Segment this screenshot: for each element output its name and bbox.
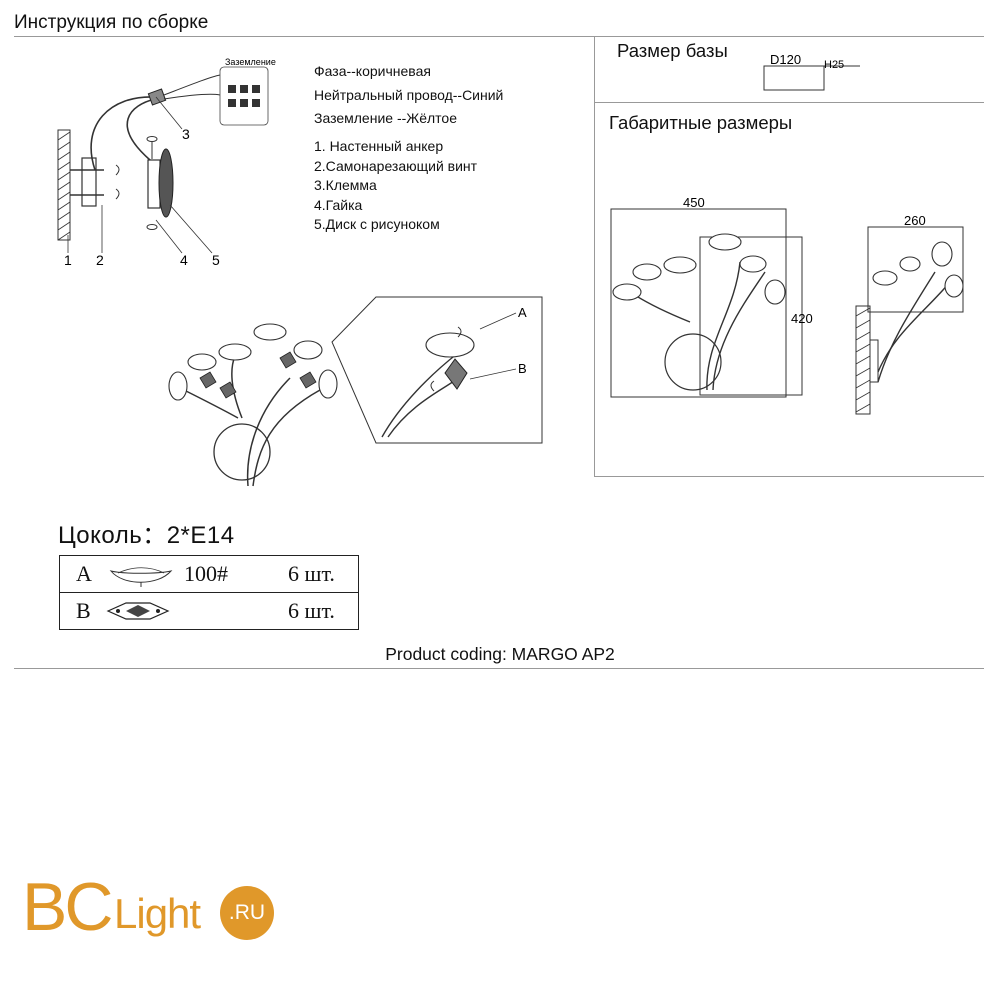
table-row: A 100# 6 шт.	[59, 555, 359, 593]
row-code: 100#	[184, 561, 228, 586]
row-qty: 6 шт.	[288, 598, 335, 623]
base-size-drawing: D120 H25	[763, 52, 860, 91]
detail-part-b	[444, 358, 468, 390]
mounting-diagram: Заземление 1 2 3 4 5	[57, 57, 276, 268]
callout-b: B	[518, 361, 527, 376]
callout-a: A	[518, 305, 527, 320]
logo-ru-badge: .RU	[220, 886, 274, 940]
fixture-drawing	[168, 323, 338, 487]
logo-light: Light	[114, 890, 201, 937]
table-row: B 6 шт.	[59, 592, 359, 630]
base-size-divider	[594, 102, 984, 103]
dimensions-bottom-rule	[594, 476, 984, 477]
terminal-detail	[219, 66, 269, 126]
detail-callout: A B	[331, 296, 543, 444]
wall-hatch	[57, 129, 71, 241]
wire-phase: Фаза--коричневая	[314, 63, 431, 79]
base-diameter: D120	[770, 52, 801, 67]
top-rule	[14, 36, 984, 37]
page-title: Инструкция по сборке	[14, 12, 209, 33]
terminal-label: Заземление	[225, 57, 276, 67]
right-panel-border	[594, 36, 595, 476]
table-cell: B 6 шт.	[59, 592, 359, 630]
part-1: 1. Настенный анкер	[314, 138, 444, 154]
base-size-title: Размер базы	[617, 40, 728, 61]
part-2: 2.Самонарезающий винт	[314, 157, 478, 174]
parts-table: A 100# 6 шт. B 6 шт.	[59, 555, 359, 630]
row-qty: 6 шт.	[288, 561, 335, 586]
base-height: H25	[824, 59, 844, 71]
side-dimension-drawing: 260	[855, 213, 964, 415]
part-b-icon	[106, 602, 170, 620]
part-4: 4.Гайка	[314, 196, 363, 213]
base-cylinder	[147, 159, 161, 209]
part-3: 3.Клемма	[314, 177, 377, 193]
part-a-icon	[109, 567, 173, 587]
bottom-rule	[14, 668, 984, 669]
row-letter: B	[76, 598, 91, 623]
decor-disc	[158, 148, 174, 218]
row-letter: A	[76, 561, 92, 586]
wire-ground: Заземление --Жёлтое	[314, 110, 457, 126]
front-dimension-drawing: 450 420	[610, 195, 813, 398]
callout-3: 3	[182, 126, 190, 142]
dim-width: 450	[683, 195, 705, 210]
callout-4: 4	[180, 252, 188, 268]
dim-height: 420	[791, 311, 813, 326]
table-cell: A 100# 6 шт.	[59, 555, 359, 593]
dimensions-title: Габаритные размеры	[609, 112, 793, 133]
product-coding: Product coding: MARGO AP2	[385, 644, 615, 664]
dim-depth: 260	[904, 213, 926, 228]
socket-spec: Цоколь：2*E14	[58, 522, 235, 549]
wiring-legend: Фаза--коричневая Нейтральный провод--Син…	[314, 60, 503, 131]
callout-2: 2	[96, 252, 104, 268]
terminal-block	[147, 88, 167, 106]
wire-neutral: Нейтральный провод--Синий	[314, 86, 504, 103]
callout-1: 1	[64, 252, 72, 268]
callout-5: 5	[212, 252, 220, 268]
part-5: 5.Диск с рисуноком	[314, 216, 440, 232]
parts-list: 1. Настенный анкер 2.Самонарезающий винт…	[314, 137, 477, 235]
detail-part-a	[425, 332, 475, 358]
logo-bc: BC	[22, 869, 113, 945]
